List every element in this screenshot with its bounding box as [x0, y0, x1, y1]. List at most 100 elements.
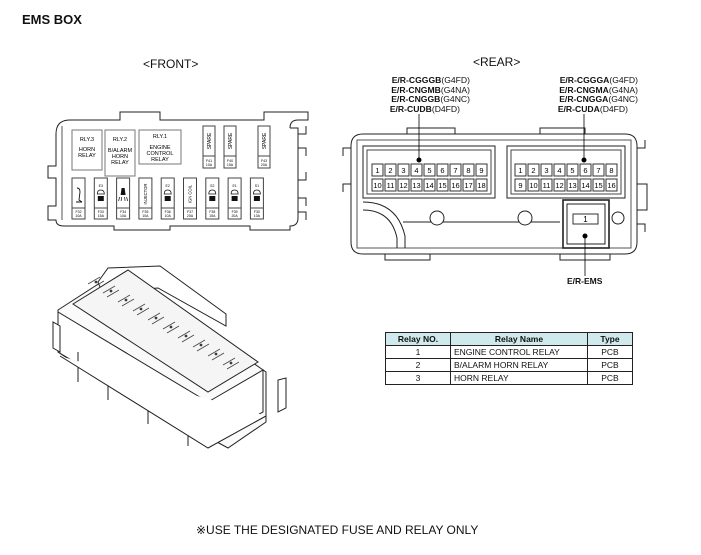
fuse-terminal-iso — [169, 325, 173, 329]
connector-label-line: E/R-CNGMB(G4NA) — [391, 84, 470, 95]
fuse-rating: 10A — [165, 214, 172, 218]
spare-label: SPARE — [207, 132, 213, 149]
fuse-rating: 10A — [206, 163, 213, 167]
connector-pin: 16 — [605, 178, 618, 192]
fuse-id: F41 — [206, 159, 212, 163]
connector-pin: 4 — [410, 163, 423, 177]
connector-label-line: E/R-CUDA(D4FD) — [557, 103, 628, 114]
connector-pin: 5 — [423, 163, 436, 177]
spare-label: SPARE — [262, 132, 268, 149]
connector-pin: 13 — [566, 178, 579, 192]
table-row: 3 HORN RELAY PCB — [385, 371, 633, 385]
fuse-rating: 15A — [98, 214, 105, 218]
fuse-id: F33 — [98, 210, 104, 214]
fuse-id: F43 — [261, 159, 267, 163]
connector-pin: 10 — [527, 178, 540, 192]
connector-pin: 17 — [462, 178, 475, 192]
relay-rly2: RLY.2 B/ALARM HORN RELAY — [104, 129, 136, 177]
svg-text:7: 7 — [453, 166, 457, 175]
fuse-function-label: INJECTOR — [143, 184, 148, 205]
connector-pin: 8 — [605, 163, 618, 177]
connector-pin: 14 — [579, 178, 592, 192]
svg-text:16: 16 — [607, 181, 615, 190]
connector-pin: 1 — [514, 163, 527, 177]
fuse-terminal-iso — [139, 307, 143, 311]
engine-icon: E2 — [163, 184, 172, 201]
connector-pin: 18 — [475, 178, 488, 192]
svg-text:15: 15 — [438, 181, 446, 190]
fuse-rating: 10A — [75, 214, 82, 218]
lamp-icon — [118, 188, 128, 202]
svg-text:16: 16 — [451, 181, 459, 190]
fuse-id: F38 — [209, 210, 215, 214]
engine-icon: S1 — [252, 184, 261, 201]
svg-text:B/ALARM: B/ALARM — [108, 148, 133, 154]
fuse-slot-iso — [87, 276, 105, 289]
connector-label-line: E/R-CGGGA(G4FD) — [559, 75, 638, 85]
svg-text:11: 11 — [543, 181, 551, 190]
connector-pin: 2 — [384, 163, 397, 177]
usage-note: ※USE THE DESIGNATED FUSE AND RELAY ONLY — [196, 523, 479, 537]
svg-text:E1: E1 — [232, 184, 236, 188]
svg-text:S2: S2 — [210, 184, 214, 188]
connector-pin: 2 — [527, 163, 540, 177]
fuse-slot-iso — [102, 285, 120, 298]
fuse-terminal-iso — [199, 343, 203, 347]
svg-text:5: 5 — [570, 166, 574, 175]
front-view-label: <FRONT> — [143, 57, 199, 71]
connector-pin: 12 — [397, 178, 410, 192]
connector-pin: 1 — [371, 163, 384, 177]
svg-text:14: 14 — [581, 181, 589, 190]
svg-text:HORN: HORN — [79, 147, 95, 153]
fuse-rating: 10A — [142, 214, 149, 218]
svg-text:RLY.1: RLY.1 — [153, 134, 167, 140]
rear-housing-outline — [350, 133, 638, 255]
svg-text:9: 9 — [518, 181, 522, 190]
svg-text:18: 18 — [477, 181, 485, 190]
connector-pin: 9 — [514, 178, 527, 192]
cell-type: PCB — [587, 345, 633, 359]
connector-pin: 5 — [566, 163, 579, 177]
header-type: Type — [587, 332, 633, 346]
spare-label: SPARE — [228, 132, 234, 149]
front-fusebox-diagram: RLY.3 HORN RELAY RLY.2 B/ALARM HORN RELA… — [47, 111, 309, 231]
fuse-rating: 20A — [187, 214, 194, 218]
svg-text:3: 3 — [544, 166, 548, 175]
connector-pin: 16 — [449, 178, 462, 192]
connector-label-line: E/R-CNGGB(G4NC) — [391, 94, 470, 105]
page-title: EMS BOX — [22, 12, 82, 27]
svg-text:CONTROL: CONTROL — [147, 151, 174, 157]
svg-text:15: 15 — [594, 181, 602, 190]
svg-text:10: 10 — [373, 181, 381, 190]
relay-rly1: RLY.1 ENGINE CONTROL RELAY — [138, 129, 182, 165]
fuse-id: F39 — [232, 210, 238, 214]
cell-relay-name: ENGINE CONTROL RELAY — [450, 345, 588, 359]
svg-text:9: 9 — [479, 166, 483, 175]
svg-text:3: 3 — [401, 166, 405, 175]
connector-pin: 7 — [592, 163, 605, 177]
fuse-id: F40 — [227, 159, 233, 163]
svg-text:RELAY: RELAY — [151, 157, 169, 163]
svg-text:14: 14 — [425, 181, 433, 190]
fuse-terminal-iso — [124, 298, 128, 302]
connector-pin: 13 — [410, 178, 423, 192]
svg-text:RLY.2: RLY.2 — [113, 137, 127, 143]
svg-text:2: 2 — [531, 166, 535, 175]
fuse-slot-iso — [162, 321, 180, 334]
ems-connector-label: E/R-EMS — [567, 276, 603, 286]
connector-pin: 7 — [449, 163, 462, 177]
fuse-id: F36 — [165, 210, 171, 214]
engine-icon: E3 — [96, 184, 105, 201]
fuse-rating: 10A — [254, 214, 261, 218]
cell-type: PCB — [587, 371, 633, 385]
connector-pin: 6 — [579, 163, 592, 177]
svg-text:2: 2 — [388, 166, 392, 175]
